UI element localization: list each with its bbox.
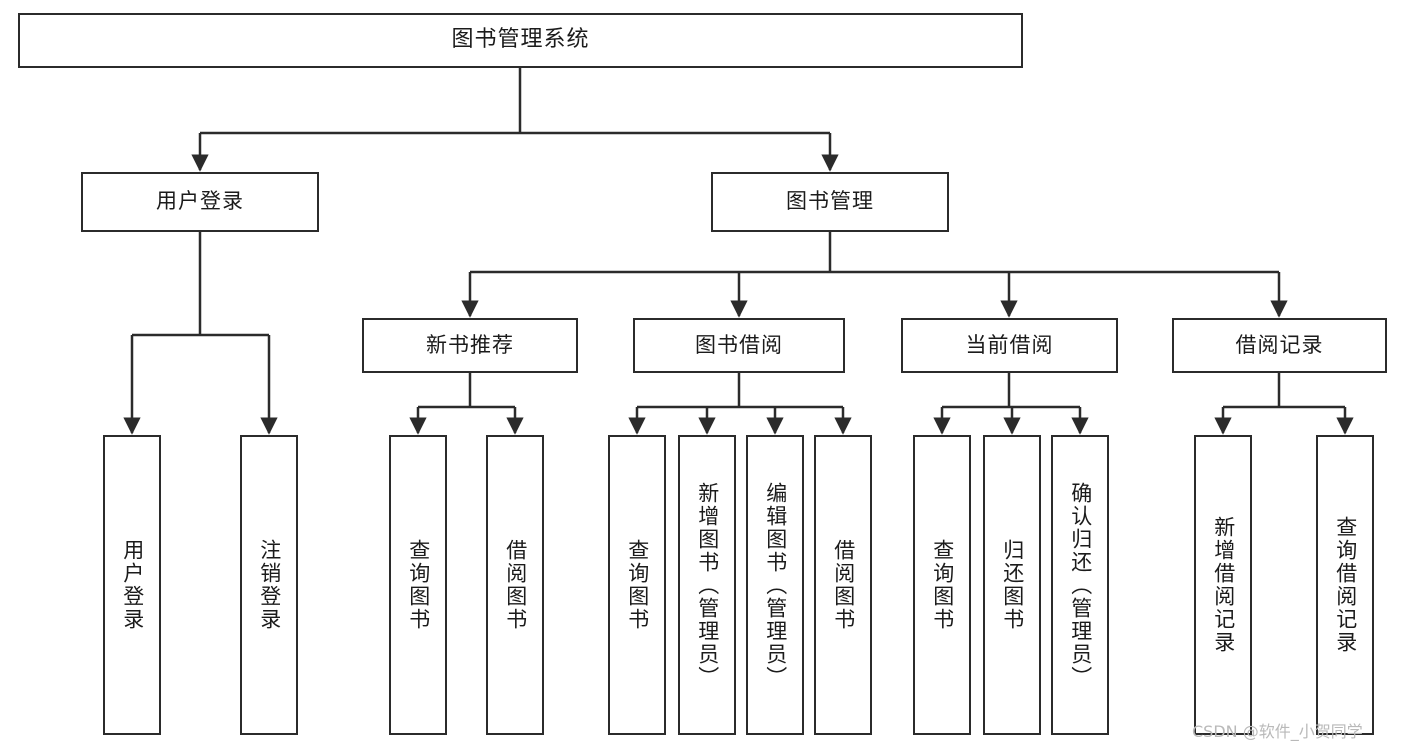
node-leaf-confirm-return[interactable]: 确认归还（管理员）: [1051, 435, 1109, 735]
node-leaf-borrow-book-1[interactable]: 借阅图书: [486, 435, 544, 735]
node-root[interactable]: 图书管理系统: [18, 13, 1023, 68]
node-leaf-user-login[interactable]: 用户登录: [103, 435, 161, 735]
node-user-login[interactable]: 用户登录: [81, 172, 319, 232]
edges-group: [123, 68, 1354, 435]
node-label: 图书管理: [786, 189, 874, 214]
node-label: 借阅图书: [503, 539, 528, 631]
node-leaf-query-book-1[interactable]: 查询图书: [389, 435, 447, 735]
node-label: 新书推荐: [426, 332, 514, 357]
node-leaf-query-record[interactable]: 查询借阅记录: [1316, 435, 1374, 735]
node-label: 新增借阅记录: [1211, 516, 1236, 654]
node-label: 借阅记录: [1235, 332, 1324, 357]
node-leaf-add-record[interactable]: 新增借阅记录: [1194, 435, 1252, 735]
node-label: 查询图书: [406, 539, 431, 631]
node-leaf-return-book[interactable]: 归还图书: [983, 435, 1041, 735]
node-new-book-recommend[interactable]: 新书推荐: [362, 318, 578, 373]
node-leaf-query-book-3[interactable]: 查询图书: [913, 435, 971, 735]
node-label: 归还图书: [1000, 539, 1025, 631]
node-book-manage[interactable]: 图书管理: [711, 172, 949, 232]
node-label: 新增图书（管理员）: [695, 481, 720, 689]
node-label: 编辑图书（管理员）: [763, 481, 788, 689]
node-label: 查询借阅记录: [1333, 516, 1358, 654]
node-label: 图书借阅: [695, 332, 783, 357]
node-label: 用户登录: [120, 539, 145, 631]
node-leaf-add-book[interactable]: 新增图书（管理员）: [678, 435, 736, 735]
node-current-borrow[interactable]: 当前借阅: [901, 318, 1118, 373]
node-label: 用户登录: [156, 189, 244, 214]
node-label: 借阅图书: [831, 539, 856, 631]
node-borrow-record[interactable]: 借阅记录: [1172, 318, 1387, 373]
node-label: 图书管理系统: [451, 27, 590, 53]
node-label: 查询图书: [930, 539, 955, 631]
node-label: 查询图书: [625, 539, 650, 631]
node-leaf-borrow-book-2[interactable]: 借阅图书: [814, 435, 872, 735]
node-label: 确认归还（管理员）: [1068, 481, 1093, 689]
node-leaf-logout[interactable]: 注销登录: [240, 435, 298, 735]
node-leaf-edit-book[interactable]: 编辑图书（管理员）: [746, 435, 804, 735]
node-book-borrow[interactable]: 图书借阅: [633, 318, 845, 373]
node-leaf-query-book-2[interactable]: 查询图书: [608, 435, 666, 735]
node-label: 当前借阅: [965, 332, 1054, 357]
node-label: 注销登录: [257, 539, 282, 631]
